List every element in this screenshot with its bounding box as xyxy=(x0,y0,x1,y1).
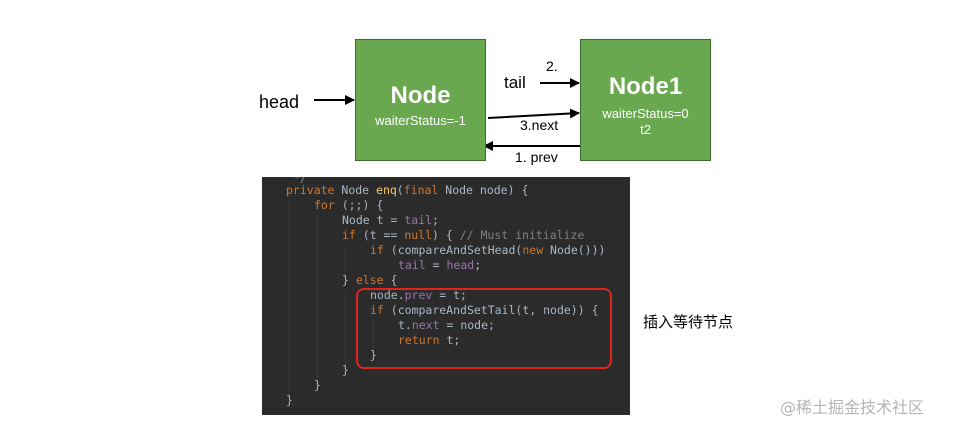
node1-box: Node1 waiterStatus=0 t2 xyxy=(580,39,711,161)
highlight-box xyxy=(356,288,612,369)
indent-guide xyxy=(317,217,318,377)
code-line: } xyxy=(342,363,349,377)
code-line: private Node enq(final Node node) { xyxy=(286,183,529,197)
node1-thread: t2 xyxy=(640,122,651,137)
code-line: if (compareAndSetTail(t, node)) { xyxy=(370,303,599,317)
annotation-label: 插入等待节点 xyxy=(643,313,734,331)
indent-guide xyxy=(345,247,346,278)
code-line: tail = head; xyxy=(398,258,482,272)
code-line: } xyxy=(286,393,293,407)
next-label: 3.next xyxy=(520,117,559,133)
code-panel: */ private Node enq(final Node node) { f… xyxy=(262,177,630,415)
code-fragment: */ xyxy=(293,177,307,185)
node-status: waiterStatus=-1 xyxy=(375,113,466,128)
code-line: if (compareAndSetHead(new Node())) xyxy=(370,243,606,257)
code-line: } xyxy=(370,348,377,362)
indent-guide xyxy=(289,202,290,408)
next-arrow xyxy=(487,108,580,119)
tail-label: tail xyxy=(504,73,526,92)
indent-guide xyxy=(345,292,346,367)
step2-label: 2. xyxy=(546,58,558,74)
code-line: if (t == null) { // Must initialize xyxy=(342,228,585,242)
node-title: Node xyxy=(390,82,451,109)
node1-title: Node1 xyxy=(608,73,683,100)
prev-label: 1. prev xyxy=(515,149,558,165)
code-line: t.next = node; xyxy=(398,318,495,332)
code-line: } else { xyxy=(342,273,398,287)
indent-guide xyxy=(373,322,374,352)
code-line: Node t = tail; xyxy=(342,213,439,227)
node-box: Node waiterStatus=-1 xyxy=(355,39,486,161)
code-line: for (;;) { xyxy=(314,198,384,212)
head-label: head xyxy=(259,92,300,112)
code-line: return t; xyxy=(398,333,461,347)
code-line: node.prev = t; xyxy=(370,288,467,302)
watermark: @稀土掘金技术社区 xyxy=(780,398,925,417)
code-line: } xyxy=(314,378,321,392)
node1-status: waiterStatus=0 xyxy=(602,106,689,121)
